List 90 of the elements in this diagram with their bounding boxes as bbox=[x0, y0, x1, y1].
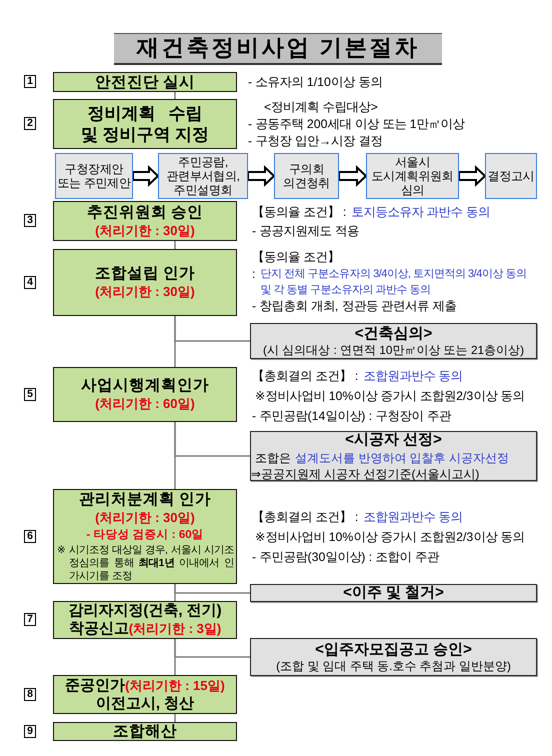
box-text: ⇒공공지원제 시공자 선정기준(서울시고시) bbox=[251, 466, 480, 482]
note-text: 토지등소유자 과반수 동의 bbox=[351, 204, 490, 221]
process-box bbox=[53, 367, 237, 422]
step-number: 4 bbox=[24, 276, 36, 288]
step-title: 사업시행계획인가 bbox=[80, 376, 210, 395]
sub-step-box bbox=[55, 153, 133, 199]
step-number: 9 bbox=[24, 724, 36, 738]
step-number: 1 bbox=[24, 75, 36, 88]
note-text: <정비계획 수립대상> bbox=[263, 99, 379, 116]
step-title: 추진위원회 승인 bbox=[86, 202, 204, 222]
step-number: 2 bbox=[24, 117, 36, 130]
connector-line bbox=[174, 92, 176, 99]
connector-line bbox=[174, 316, 176, 367]
step-title: 감리자지정(건축, 전기) bbox=[67, 602, 223, 620]
box-text: (조합 및 임대 주택 동.호수 추첨과 일반분양) bbox=[275, 658, 512, 674]
step-number: 3 bbox=[24, 214, 36, 227]
sub-step-box bbox=[158, 153, 248, 199]
box-heading: <시공자 선정> bbox=[344, 430, 443, 448]
box-heading: <건축심의> bbox=[354, 324, 434, 342]
box-label: 결정고시 bbox=[486, 169, 536, 183]
process-box bbox=[53, 249, 237, 316]
step-title: 조합해산 bbox=[112, 722, 178, 741]
step-number: 7 bbox=[24, 613, 36, 626]
title: 재건축정비사업 기본절차 bbox=[114, 33, 442, 65]
process-box bbox=[53, 201, 237, 241]
sub-step-box bbox=[485, 153, 537, 199]
block-arrow bbox=[132, 165, 160, 187]
step-number: 8 bbox=[24, 688, 36, 700]
deadline-text: (처리기한 : 30일) bbox=[94, 509, 196, 527]
step-title: 준공인가 bbox=[65, 676, 126, 694]
step-number: 5 bbox=[24, 388, 36, 400]
box-label: 구의회 의견청취 bbox=[282, 162, 331, 190]
box-text: 설계도서를 반영하여 입찰후 시공자선정 bbox=[295, 450, 509, 464]
note-text: 단지 전체 구분소유자의 3/4이상, 토지면적의 3/4이상 동의 및 각 동별 구분소유자의 과반수 동의 bbox=[260, 267, 528, 298]
deadline-text: (처리기한 : 30일) bbox=[94, 283, 196, 301]
process-box bbox=[53, 722, 237, 741]
deadline-text: - 타당성 검증시 : 60일 bbox=[85, 528, 205, 543]
step-title: 이전고시, 청산 bbox=[94, 694, 196, 712]
note-text: - 주민공람(30일이상) : 조합이 주관 bbox=[252, 549, 440, 566]
note-text: - 구청장 입안→시장 결정 bbox=[248, 133, 384, 150]
step-title: 조합설립 인가 bbox=[94, 264, 196, 283]
note-text: - 소유자의 1/10이상 동의 bbox=[248, 74, 384, 90]
info-box bbox=[250, 323, 537, 359]
process-box bbox=[53, 489, 237, 584]
note-text: 【동의율 조건】 bbox=[252, 249, 340, 266]
box-label: 구청장제안 또는 주민제안 bbox=[56, 162, 132, 190]
box-label: 주민공람, 관련부서협의, 주민설명회 bbox=[165, 155, 241, 197]
step-title: 정비계획 수립 및 정비구역 지정 bbox=[80, 103, 210, 145]
note-text: - 주민공람(14일이상) : 구청장이 주관 bbox=[252, 408, 452, 425]
process-box bbox=[53, 72, 237, 92]
info-box bbox=[250, 638, 537, 676]
box-heading: <이주 및 철거> bbox=[342, 584, 445, 602]
note-text: ※정비사업비 10%이상 증가시 조합원2/3이상 동의 bbox=[254, 529, 526, 546]
note-text: 【동의율 조건】 : bbox=[252, 204, 346, 221]
note-text: 【총회결의 조건】 : bbox=[252, 368, 358, 385]
note-text: ※ 시기조정 대상일 경우, 서울시 시기조정심의를 통해 최대1년 이내에서 인가시기를 조정 bbox=[56, 544, 235, 583]
note-text: 조합원과반수 동의 bbox=[363, 509, 463, 526]
step-title: 착공신고 bbox=[68, 620, 129, 637]
block-arrow bbox=[247, 165, 276, 187]
step-number: 6 bbox=[24, 530, 36, 542]
box-label: 서울시 도시계획위원회 심의 bbox=[370, 155, 454, 197]
note-text: - 공동주택 200세대 이상 또는 1만㎡이상 bbox=[248, 116, 466, 133]
connector-line bbox=[174, 422, 176, 489]
deadline-text: (처리기한 : 60일) bbox=[94, 395, 196, 413]
info-box bbox=[250, 431, 537, 481]
process-box bbox=[53, 675, 237, 714]
note-text: ※정비사업비 10%이상 증가시 조합원2/3이상 동의 bbox=[254, 388, 526, 405]
note-text: - 창립총회 개최, 정관등 관련서류 제출 bbox=[252, 298, 458, 315]
process-box bbox=[53, 601, 237, 639]
box-text: 조합은 bbox=[255, 450, 291, 464]
note-text: - 공공지원제도 적용 bbox=[252, 223, 360, 240]
sub-step-box bbox=[274, 153, 339, 199]
info-box bbox=[250, 584, 537, 602]
process-box bbox=[53, 99, 237, 149]
note-text: 【총회결의 조건】 : bbox=[252, 509, 358, 526]
note-text: : bbox=[252, 266, 256, 283]
deadline-text: (처리기한 : 3일) bbox=[128, 621, 222, 636]
step-title: 관리처분계획 인가 bbox=[78, 490, 212, 509]
connector-line bbox=[174, 639, 176, 675]
block-arrow bbox=[338, 165, 368, 187]
connector-line bbox=[174, 241, 176, 249]
connector-line bbox=[174, 584, 176, 601]
deadline-text: (처리기한 : 30일) bbox=[94, 222, 196, 240]
step-title: 안전진단 실시 bbox=[94, 72, 196, 92]
deadline-text: (처리기한 : 15일) bbox=[125, 678, 225, 692]
box-heading: <입주자모집공고 승인> bbox=[314, 640, 473, 658]
note-text: 조합원과반수 동의 bbox=[363, 368, 463, 385]
box-text: (시 심의대상 : 연면적 10만㎡이상 또는 21층이상) bbox=[262, 342, 526, 358]
connector-line bbox=[174, 714, 176, 722]
block-arrow bbox=[458, 165, 486, 187]
